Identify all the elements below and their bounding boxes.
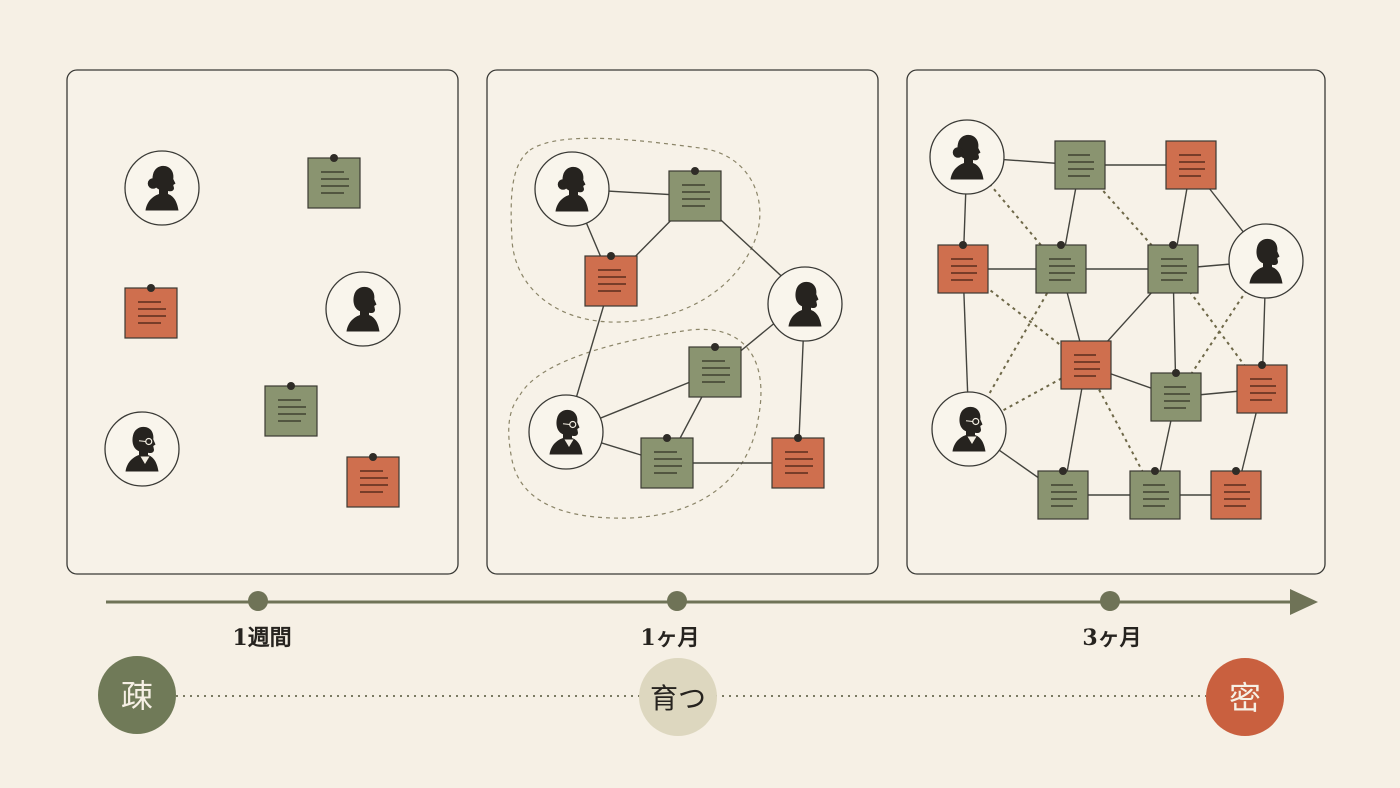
panel3-nodes xyxy=(929,119,1304,520)
note-card xyxy=(668,167,722,222)
panel2-nodes xyxy=(528,151,843,489)
note-card xyxy=(307,154,361,209)
pin-icon xyxy=(1172,369,1180,377)
note-card xyxy=(1037,467,1089,520)
badge-growing-label: 育つ xyxy=(650,682,706,715)
timeline-marker xyxy=(248,591,268,611)
pin-icon xyxy=(1169,241,1177,249)
density-scale: 疎 育つ 密 xyxy=(98,656,1284,736)
person-node xyxy=(931,391,1007,467)
pin-icon xyxy=(147,284,155,292)
pin-icon xyxy=(607,252,615,260)
pin-icon xyxy=(1232,467,1240,475)
panel2-clusters xyxy=(508,137,762,519)
panel-three-months xyxy=(906,69,1326,575)
note-card xyxy=(1165,140,1217,190)
note-card xyxy=(1035,241,1087,294)
badge-growing xyxy=(639,658,717,736)
timeline-arrowhead xyxy=(1290,589,1318,615)
pin-icon xyxy=(1258,361,1266,369)
person-node xyxy=(767,266,843,342)
pin-icon xyxy=(1059,467,1067,475)
pin-icon xyxy=(369,453,377,461)
pin-icon xyxy=(663,434,671,442)
note-card xyxy=(640,434,694,489)
person-node xyxy=(1228,223,1304,299)
timeline-marker xyxy=(667,591,687,611)
person-node xyxy=(104,411,180,487)
pin-icon xyxy=(794,434,802,442)
note-card xyxy=(1060,340,1112,390)
badge-dense xyxy=(1206,658,1284,736)
note-card xyxy=(1147,241,1199,294)
badge-sparse xyxy=(98,656,176,734)
milestone-label: 3ヶ月 xyxy=(1082,625,1141,651)
person-node xyxy=(325,271,401,347)
note-card xyxy=(1236,361,1288,414)
cluster-bottom xyxy=(508,328,762,519)
pin-icon xyxy=(959,241,967,249)
person-node xyxy=(124,150,200,226)
pin-icon xyxy=(1057,241,1065,249)
note-card xyxy=(1150,369,1202,422)
timeline: 1週間 1ヶ月 3ヶ月 xyxy=(106,589,1318,651)
note-card xyxy=(937,241,989,294)
pin-icon xyxy=(287,382,295,390)
cluster-top xyxy=(510,137,761,323)
note-card xyxy=(1210,467,1262,520)
person-node xyxy=(528,394,604,470)
pin-icon xyxy=(711,343,719,351)
note-card xyxy=(124,284,178,339)
note-card xyxy=(771,434,825,489)
person-node xyxy=(534,151,610,227)
badge-dense-label: 密 xyxy=(1229,679,1261,717)
note-card xyxy=(1129,467,1181,520)
note-card xyxy=(264,382,318,437)
pin-icon xyxy=(691,167,699,175)
note-card xyxy=(584,252,638,307)
note-card xyxy=(1054,140,1106,190)
milestone-label: 1ヶ月 xyxy=(640,625,699,651)
badge-sparse-label: 疎 xyxy=(121,677,153,715)
person-node xyxy=(929,119,1005,195)
note-card xyxy=(346,453,400,508)
timeline-marker xyxy=(1100,591,1120,611)
panel1-nodes xyxy=(104,150,401,508)
milestone-label: 1週間 xyxy=(232,625,291,651)
pin-icon xyxy=(1151,467,1159,475)
pin-icon xyxy=(330,154,338,162)
note-card xyxy=(688,343,742,398)
